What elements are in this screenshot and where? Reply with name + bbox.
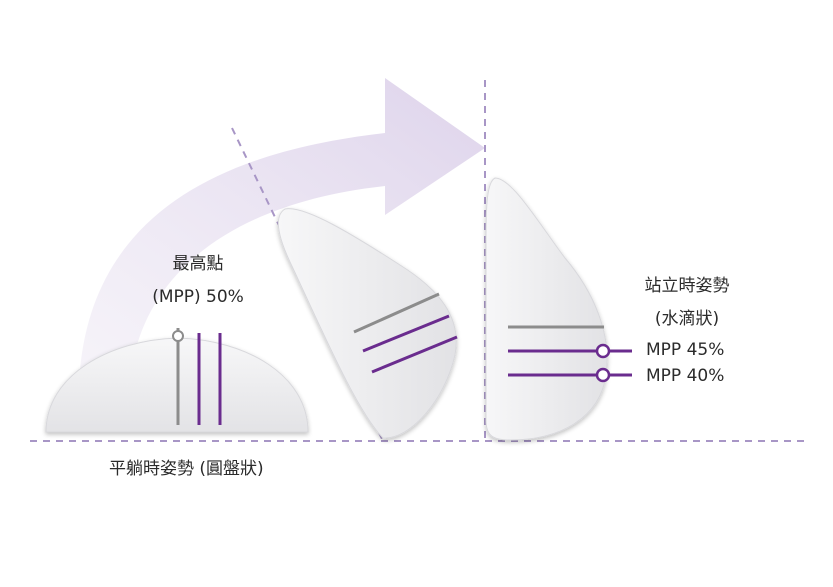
flat-position-caption: 平躺時姿勢 (圓盤狀) (109, 459, 264, 479)
mpp40-marker (595, 367, 611, 383)
mpp-40-label: MPP 40% (646, 366, 725, 386)
standing-shape-label: (水滴狀) (654, 309, 720, 329)
peak-mpp-value: (MPP) 50% (152, 287, 244, 307)
mpp45-marker (595, 343, 611, 359)
standing-implant (485, 177, 608, 441)
tilted-grey-line (353, 292, 440, 334)
tilted-purple-line-1 (362, 314, 450, 353)
tilted-implant (277, 208, 457, 439)
flat-peak-marker (172, 330, 184, 342)
tilted-purple-line-2 (371, 335, 458, 374)
standing-position-title: 站立時姿勢 (644, 276, 730, 296)
mpp-45-label: MPP 45% (646, 340, 725, 360)
rotation-arrow (80, 78, 485, 370)
peak-label: 最高點 (172, 254, 224, 274)
